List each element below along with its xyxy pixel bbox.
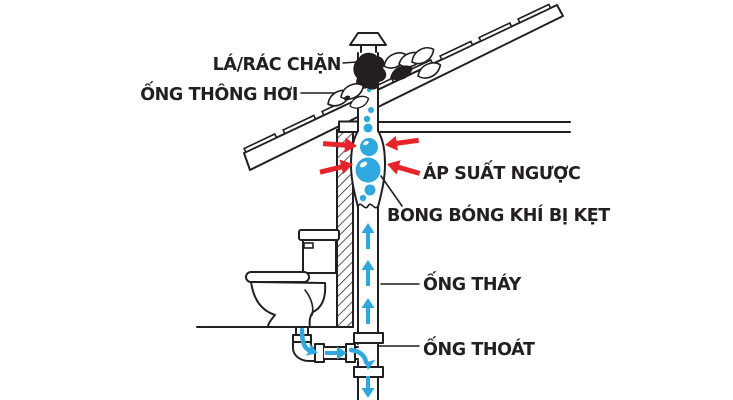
label-waste-pipe: ỐNG THÁY <box>423 271 522 295</box>
flow-arrow-up-2 <box>361 260 375 286</box>
flow-arrow-down <box>361 376 375 398</box>
bubble-medium <box>360 138 378 156</box>
label-back-pressure: ÁP SUẤT NGƯỢC <box>423 160 580 184</box>
label-leaf-debris: LÁ/RÁC CHẶN <box>213 53 341 75</box>
toilet-flush-handle <box>303 242 314 249</box>
hpipe-right-flange <box>345 343 356 363</box>
ceiling-stub <box>338 120 359 133</box>
flow-arrow-outlet-curve <box>299 327 313 354</box>
leader-lines <box>300 61 420 347</box>
air-bubbles <box>355 87 381 202</box>
flow-arrow-right <box>325 346 347 360</box>
debris-blob <box>353 52 387 90</box>
toilet-bowl <box>250 281 327 328</box>
pressure-arrows <box>319 135 421 176</box>
flow-arrows <box>299 223 376 398</box>
ceiling <box>378 121 571 133</box>
vent-cap <box>349 32 387 53</box>
label-trapped-bubbles: BONG BÓNG KHÍ BỊ KẸT <box>387 204 610 226</box>
leaf-debris-cluster <box>327 46 442 109</box>
flow-arrow-up-1 <box>361 223 375 249</box>
pressure-arrow-right-bottom <box>387 160 421 176</box>
bubble-large <box>355 157 381 183</box>
pressure-arrow-left-top <box>322 137 357 153</box>
pressure-arrow-left-bottom <box>319 159 353 175</box>
pipe-right-wall <box>377 52 386 400</box>
toilet-seat <box>245 271 310 283</box>
leaf-icon <box>327 46 442 109</box>
label-vent-pipe: ỐNG THÔNG HƠI <box>140 81 298 105</box>
labels: LÁ/RÁC CHẶN ỐNG THÔNG HƠI ÁP SUẤT NGƯỢC … <box>140 53 611 360</box>
pipe-break-squiggle <box>357 203 379 209</box>
pressure-arrow-right-top <box>385 135 420 151</box>
pipe-coupling-upper <box>353 332 384 344</box>
label-drain-pipe: ỐNG THOÁT <box>423 336 535 360</box>
flow-arrow-up-3 <box>361 298 375 324</box>
toilet-tank-lid <box>298 229 340 241</box>
toilet <box>245 229 340 328</box>
toilet-trap-line <box>304 289 314 316</box>
